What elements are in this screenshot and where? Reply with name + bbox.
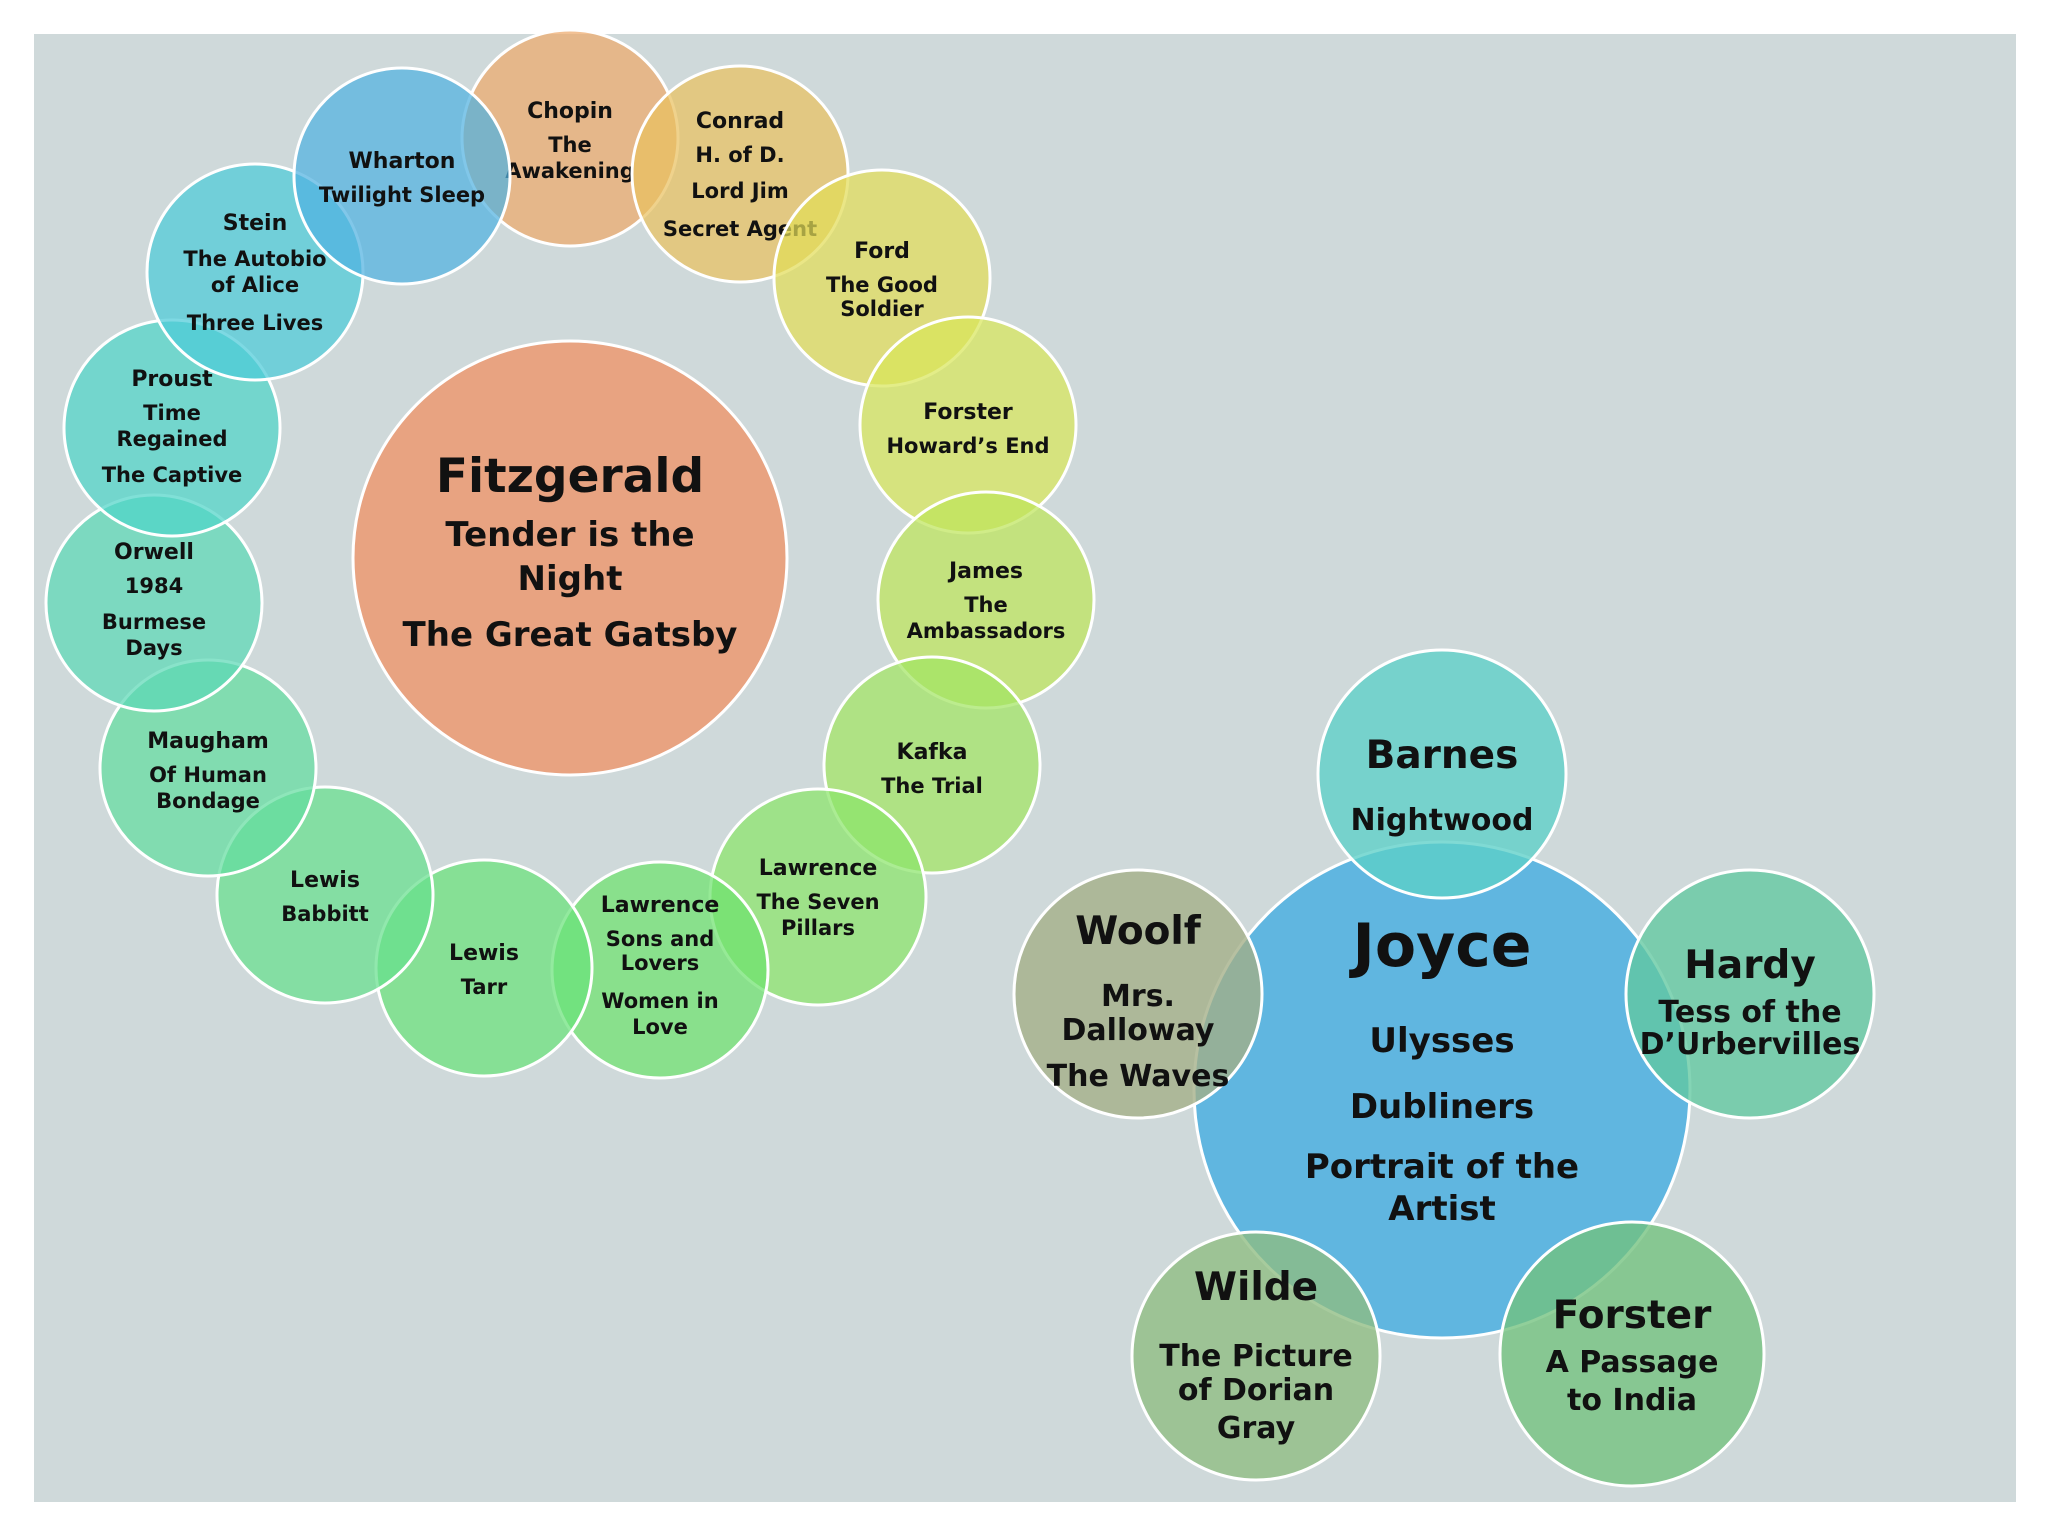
fitzgerald-center-circle <box>351 339 789 777</box>
orwell-work-0: 1984 <box>125 574 183 598</box>
fitzgerald-highlight-0: Tender is the <box>445 515 694 555</box>
ford-work-0: The Good <box>826 273 938 297</box>
kafka-author: Kafka <box>897 740 968 765</box>
orwell-work-1: Burmese <box>102 610 206 634</box>
stein-author: Stein <box>223 211 288 236</box>
forster-r-work-0: Howard’s End <box>886 434 1049 458</box>
conrad-work-0: H. of D. <box>695 143 784 167</box>
orwell-author: Orwell <box>114 540 194 565</box>
conrad-author: Conrad <box>696 109 784 134</box>
james-author: James <box>947 559 1023 584</box>
bubble-wharton-circle <box>292 66 512 286</box>
forster-r-author: Forster <box>923 400 1013 425</box>
wilde-work-0: The Picture <box>1159 1339 1353 1374</box>
joyce-work-0: Dubliners <box>1350 1087 1534 1127</box>
joyce-work-2: Artist <box>1388 1189 1495 1229</box>
joyce-highlight-0: Ulysses <box>1369 1021 1514 1061</box>
stein-work-0: The Autobio <box>183 247 326 271</box>
bubble-hardy-circle <box>1624 868 1876 1120</box>
lawrence-sp-work-0: The Seven <box>756 890 879 914</box>
james-work-1: Ambassadors <box>907 619 1066 643</box>
lawrence-sl-work-2: Women in <box>601 989 718 1013</box>
lewis-t-work-0: Tarr <box>461 975 508 999</box>
james-work-0: The <box>964 593 1008 617</box>
hardy-work-0: Tess of the <box>1658 995 1841 1030</box>
proust-work-0: Time <box>143 401 201 425</box>
wharton-work-0: Twilight Sleep <box>319 183 485 207</box>
maugham-work-1: Bondage <box>156 789 260 813</box>
woolf-work-2: The Waves <box>1047 1059 1230 1094</box>
stein-work-1: of Alice <box>211 273 299 297</box>
fitzgerald-work-0: The Great Gatsby <box>403 615 738 655</box>
lewis-b-author: Lewis <box>290 868 360 893</box>
lawrence-sl-work-0: Sons and <box>606 927 714 951</box>
proust-work-1: Regained <box>116 427 227 451</box>
kafka-work-0: The Trial <box>881 774 983 798</box>
lawrence-sl-work-1: Lovers <box>621 951 700 975</box>
bubble-wilde-circle <box>1130 1230 1382 1482</box>
chopin-author: Chopin <box>527 99 613 124</box>
joyce-work-1: Portrait of the <box>1305 1147 1579 1187</box>
barnes-work-0: Nightwood <box>1351 803 1534 838</box>
fitzgerald-highlight-1: Night <box>518 559 623 599</box>
proust-work-2: The Captive <box>102 463 243 487</box>
lewis-t-author: Lewis <box>449 941 519 966</box>
lawrence-sp-work-1: Pillars <box>781 916 855 940</box>
barnes-author: Barnes <box>1366 733 1519 778</box>
bubble-forster-j-circle <box>1498 1220 1766 1488</box>
proust-author: Proust <box>131 367 213 392</box>
fitzgerald-author: Fitzgerald <box>436 449 704 504</box>
maugham-author: Maugham <box>147 729 269 754</box>
lawrence-sl-work-3: Love <box>632 1015 688 1039</box>
lewis-b-work-0: Babbitt <box>281 902 369 926</box>
woolf-author: Woolf <box>1075 909 1202 954</box>
conrad-work-1: Lord Jim <box>691 179 788 203</box>
joyce-author: Joyce <box>1349 911 1532 981</box>
bubble-woolf-circle <box>1012 868 1264 1120</box>
woolf-work-0: Mrs. <box>1101 979 1175 1014</box>
wilde-author: Wilde <box>1194 1265 1318 1310</box>
ford-work-1: Soldier <box>840 297 924 321</box>
chopin-work-0: The <box>548 133 592 157</box>
hardy-work-1: D’Urbervilles <box>1640 1027 1861 1062</box>
forster-j-work-0: A Passage <box>1546 1345 1719 1380</box>
chopin-work-1: Awakening <box>505 159 635 183</box>
lawrence-sp-author: Lawrence <box>759 856 878 881</box>
orwell-work-2: Days <box>125 636 182 660</box>
woolf-work-1: Dalloway <box>1062 1013 1215 1048</box>
bubble-barnes-circle <box>1316 648 1568 900</box>
forster-j-work-1: to India <box>1567 1383 1697 1418</box>
wharton-author: Wharton <box>349 149 456 174</box>
ford-author: Ford <box>854 239 910 264</box>
maugham-work-0: Of Human <box>149 763 267 787</box>
hardy-author: Hardy <box>1684 943 1816 988</box>
forster-j-author: Forster <box>1553 1293 1712 1338</box>
stein-work-2: Three Lives <box>187 311 323 335</box>
lawrence-sl-author: Lawrence <box>601 893 720 918</box>
wilde-work-1: of Dorian <box>1178 1373 1334 1408</box>
wilde-work-2: Gray <box>1217 1411 1296 1446</box>
